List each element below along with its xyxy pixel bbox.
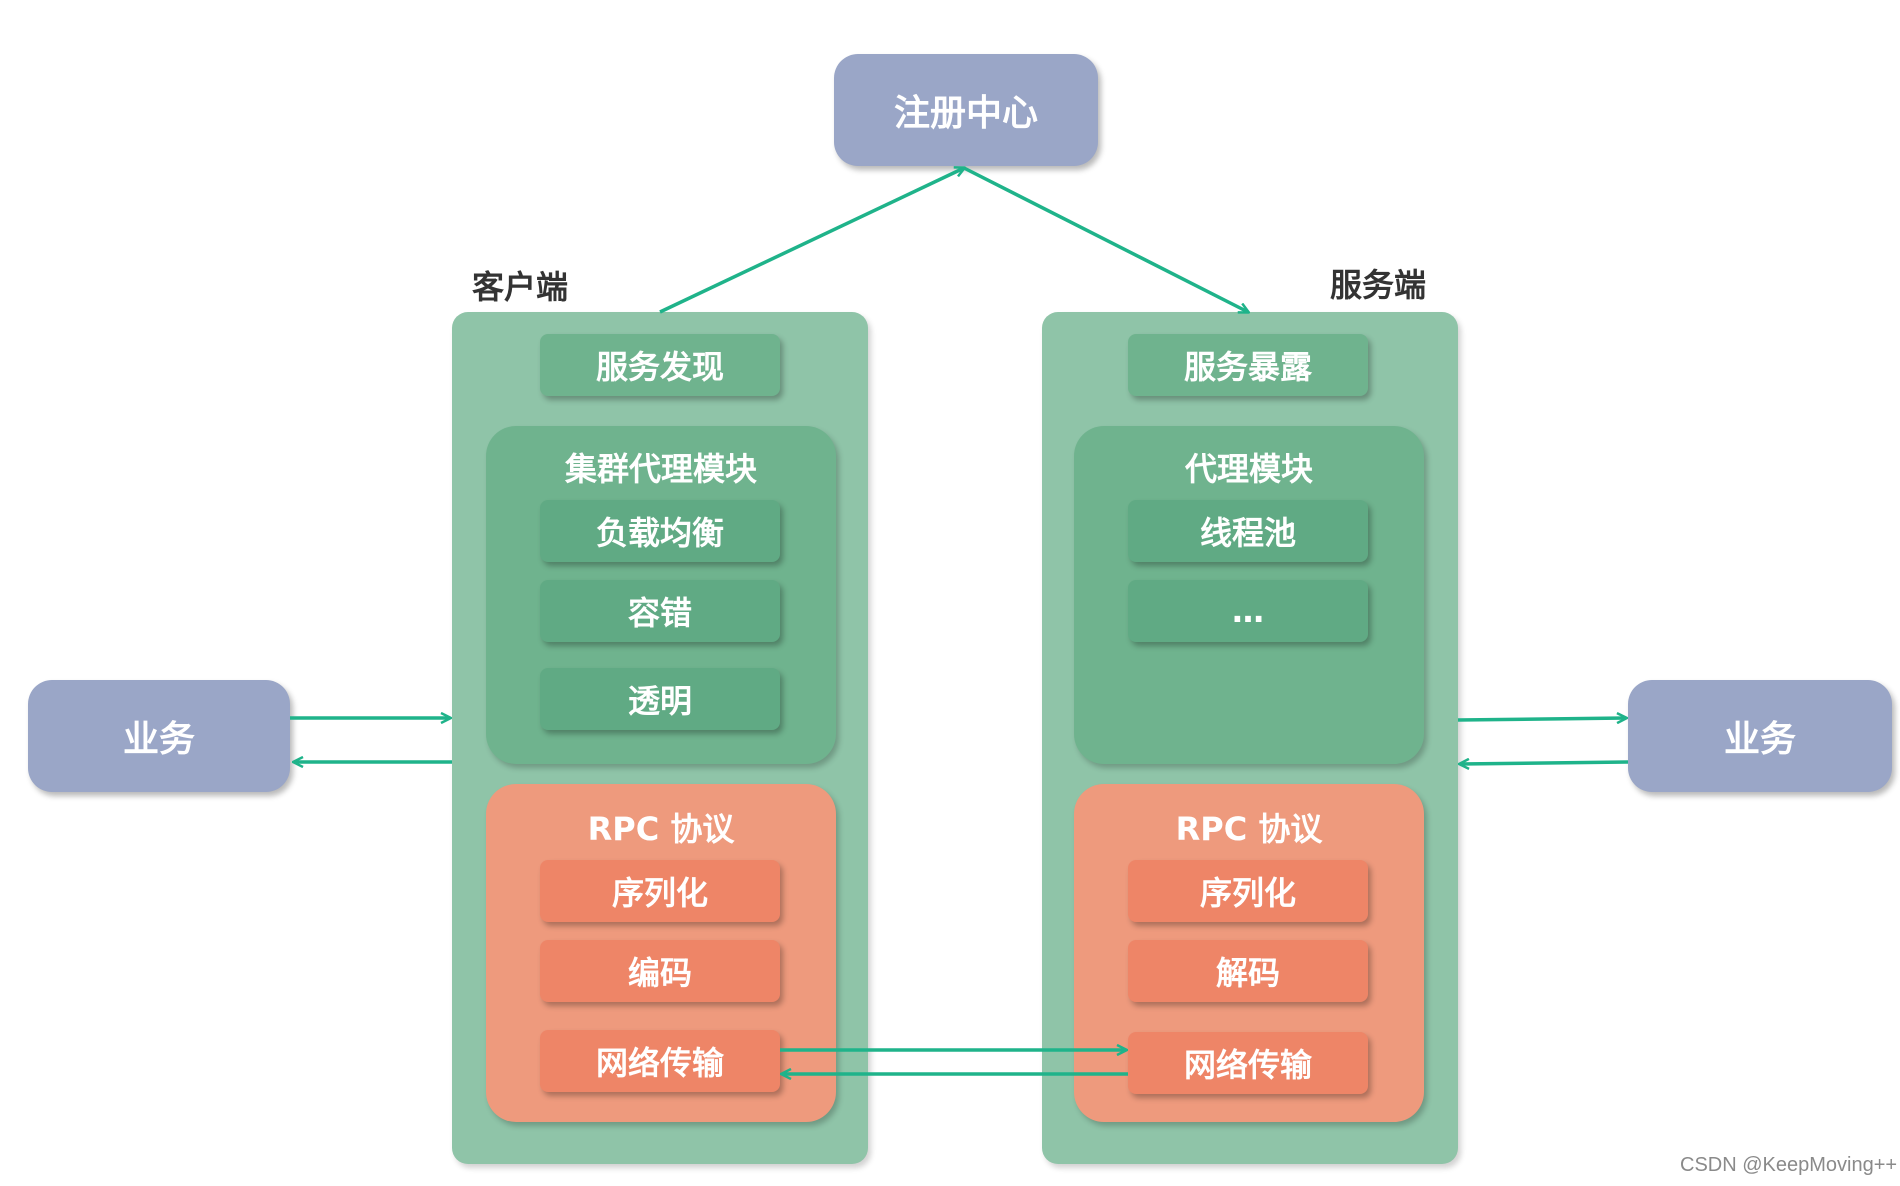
client-serialize-box: 序列化 (540, 860, 780, 922)
service-discovery-box: 服务发现 (540, 334, 780, 396)
server-to-business-arrow (1457, 718, 1626, 720)
service-discovery-label: 服务发现 (595, 348, 724, 386)
left-business-node: 业务 (28, 680, 290, 792)
transparent-box: 透明 (540, 668, 780, 730)
client-network-box: 网络传输 (540, 1030, 780, 1092)
registry-node: 注册中心 (834, 54, 1098, 166)
thread-pool-box: 线程池 (1128, 500, 1368, 562)
client-cluster-proxy-title: 集群代理模块 (564, 450, 757, 488)
encode-label: 编码 (627, 954, 692, 992)
registry-label: 注册中心 (893, 93, 1038, 134)
watermark: CSDN @KeepMoving++ (1680, 1154, 1898, 1176)
decode-box: 解码 (1128, 940, 1368, 1002)
server-serialize-label: 序列化 (1199, 874, 1296, 912)
left-business-label: 业务 (122, 719, 195, 760)
client-to-registry-arrow (659, 168, 964, 314)
server-serialize-box: 序列化 (1128, 860, 1368, 922)
registry-to-server-arrow (963, 166, 1248, 312)
ellipsis-label: … (1232, 592, 1264, 630)
server-network-box: 网络传输 (1128, 1032, 1368, 1094)
server-network-label: 网络传输 (1183, 1046, 1312, 1084)
right-business-label: 业务 (1723, 719, 1796, 760)
fault-tolerance-label: 容错 (627, 594, 692, 632)
ellipsis-box: … (1128, 580, 1368, 642)
service-exposure-box: 服务暴露 (1128, 334, 1368, 396)
server-proxy-title: 代理模块 (1184, 450, 1313, 488)
client-serialize-label: 序列化 (611, 874, 708, 912)
server-title: 服务端 (1330, 266, 1427, 304)
transparent-label: 透明 (627, 682, 692, 720)
load-balance-label: 负载均衡 (595, 514, 724, 552)
fault-tolerance-box: 容错 (540, 580, 780, 642)
client-rpc-protocol-title: RPC 协议 (587, 810, 735, 848)
thread-pool-label: 线程池 (1199, 514, 1296, 552)
decode-label: 解码 (1215, 954, 1280, 992)
service-exposure-label: 服务暴露 (1183, 348, 1312, 386)
load-balance-box: 负载均衡 (540, 500, 780, 562)
right-business-node: 业务 (1628, 680, 1892, 792)
business-to-server-arrow (1460, 762, 1629, 764)
server-rpc-protocol-title: RPC 协议 (1175, 810, 1323, 848)
client-title: 客户端 (472, 268, 569, 306)
encode-box: 编码 (540, 940, 780, 1002)
client-network-label: 网络传输 (595, 1044, 724, 1082)
